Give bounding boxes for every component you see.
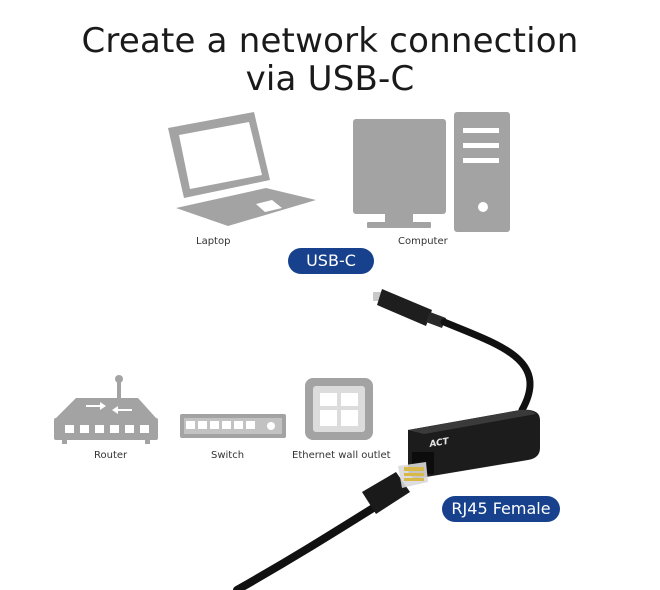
adapter-logo: ACT bbox=[428, 437, 451, 451]
wall-outlet-icon bbox=[305, 378, 373, 440]
page-title: Create a network connection via USB-C bbox=[0, 22, 660, 98]
router-label: Router bbox=[94, 450, 128, 461]
computer-icon bbox=[353, 112, 510, 232]
usb-c-cable bbox=[373, 289, 534, 414]
title-line-1: Create a network connection bbox=[81, 21, 579, 61]
laptop-icon bbox=[168, 112, 316, 226]
title-line-2: via USB-C bbox=[245, 59, 415, 99]
switch-icon bbox=[180, 414, 286, 438]
switch-label: Switch bbox=[211, 450, 245, 461]
laptop-label: Laptop bbox=[196, 236, 231, 247]
usb-c-badge: USB-C bbox=[288, 248, 374, 274]
wall-outlet-label: Ethernet wall outlet bbox=[292, 450, 391, 461]
rj45-badge: RJ45 Female bbox=[442, 496, 560, 522]
rj45-adapter: ACT bbox=[408, 409, 540, 479]
router-icon bbox=[54, 375, 158, 444]
computer-label: Computer bbox=[398, 236, 448, 247]
ethernet-cable bbox=[233, 462, 428, 590]
